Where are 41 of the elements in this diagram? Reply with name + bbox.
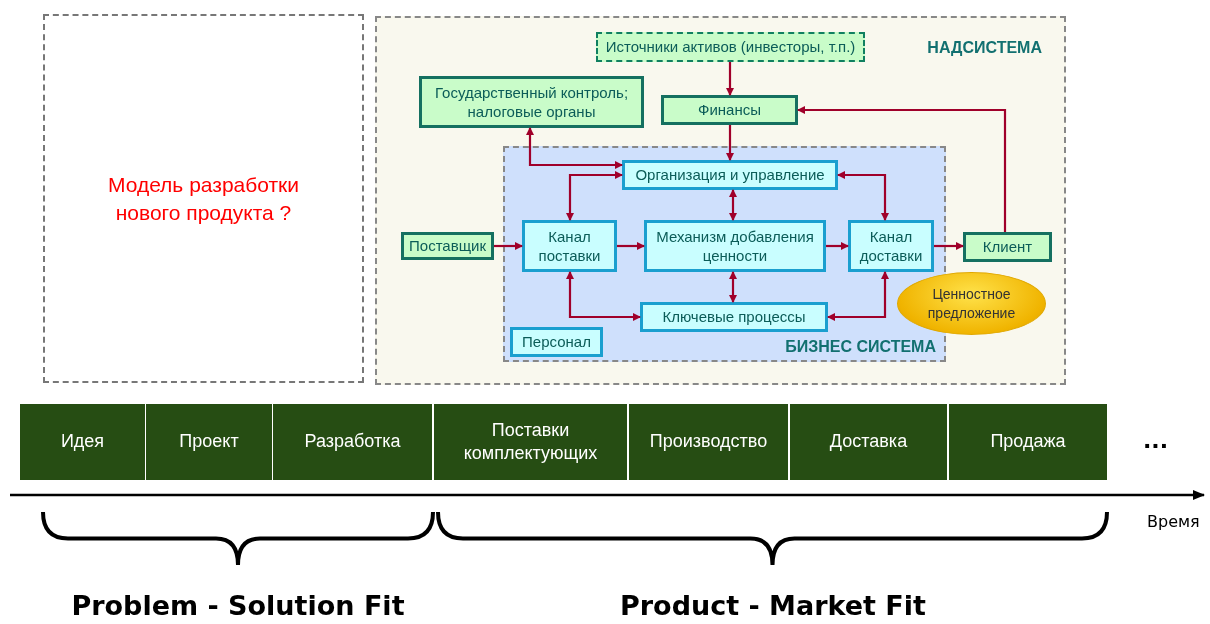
arrow [797,106,1007,232]
process-box: Финансы [661,95,798,125]
ellipsis: ... [1143,428,1169,453]
arrow [494,242,523,250]
arrow [729,271,737,303]
source-box: Источники активов (инвесторы, т.п.) [596,32,865,62]
process-box: Поставщик [401,232,494,260]
arrow [826,242,849,250]
system-panel [375,16,1066,385]
timeline-step: Проект [146,404,272,480]
phase-label: Problem - Solution Fit [70,590,406,621]
arrow [566,171,623,221]
panel-title: БИЗНЕС СИСТЕМА [785,337,936,358]
phase-label: Product - Market Fit [619,590,927,621]
process-box: Механизм добавления ценности [644,220,826,272]
arrow [934,242,964,250]
process-box: Канал доставки [848,220,934,272]
process-box: Канал поставки [522,220,617,272]
axis-label: Время [1147,512,1200,531]
process-box: Клиент [963,232,1052,262]
arrow [526,127,623,169]
process-box: Персонал [510,327,603,357]
arrow [827,271,889,321]
process-box: Организация и управление [622,160,838,190]
timeline-step: Поставки комплектующих [434,404,627,480]
process-box: Государственный контроль; налоговые органы [419,76,644,128]
process-box: Ключевые процессы [640,302,828,332]
arrow [566,271,641,321]
value-ellipse: Ценностное предложение [897,272,1046,335]
panel-title: НАДСИСТЕМА [927,38,1042,58]
timeline-step: Доставка [790,404,947,480]
timeline-step: Продажа [949,404,1107,480]
timeline-step: Идея [20,404,145,480]
arrow [617,242,645,250]
arrow [726,62,734,96]
arrow [726,125,734,161]
arrow [837,171,889,221]
timeline-step: Производство [629,404,788,480]
dashed-frame: Модель разработки нового продукта ? [43,14,364,383]
timeline-step: Разработка [273,404,432,480]
arrow [729,189,737,221]
